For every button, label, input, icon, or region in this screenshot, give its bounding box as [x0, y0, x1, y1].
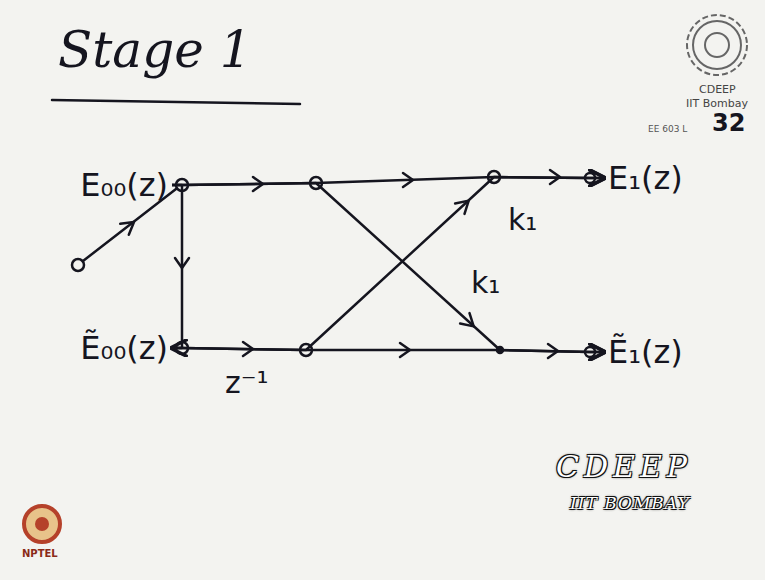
output-label: E₁(z)	[604, 158, 687, 199]
flow-chevron	[548, 344, 558, 358]
nptel-logo	[24, 506, 60, 542]
coefficient-label: k₁	[505, 203, 540, 238]
output-terminal	[585, 347, 595, 357]
logo	[687, 15, 747, 75]
junction-circle	[310, 177, 322, 189]
logo-text: IIT Bombay	[686, 98, 748, 111]
junction-circle	[176, 179, 188, 191]
signal-path	[172, 183, 604, 352]
logo-gear	[705, 33, 729, 57]
flow-chevron	[403, 173, 413, 187]
logo-gear	[687, 15, 747, 75]
slide-number: 32	[712, 110, 745, 138]
signal-name: E₁(z)	[608, 160, 683, 197]
signal-name: Ẽ₀₀(z)	[80, 330, 168, 367]
flow-chevron	[175, 258, 189, 268]
junction-circle	[176, 342, 188, 354]
coefficient-label: z⁻¹	[222, 366, 272, 401]
watermark: NPTEL	[22, 548, 58, 560]
flow-chevron	[455, 201, 469, 214]
nptel-core	[35, 517, 49, 531]
flow-chevron	[243, 342, 253, 356]
junction-circle	[300, 344, 312, 356]
junction-circle	[488, 171, 500, 183]
signal-path	[172, 348, 604, 352]
logo-text: CDEEP	[699, 84, 736, 97]
junction-dot	[497, 347, 503, 353]
slide-code: EE 603 L	[648, 124, 687, 134]
signal-name: Ẽ₁(z)	[608, 334, 683, 371]
output-label: Ẽ₁(z)	[604, 332, 687, 373]
title-underline	[52, 100, 300, 104]
watermark: CDEEP	[556, 450, 692, 485]
output-terminal	[585, 173, 595, 183]
signal-label: Ẽ₀₀(z)	[76, 328, 172, 369]
flow-chevron	[120, 222, 134, 235]
title: Stage 1	[58, 22, 251, 80]
flow-chevron	[550, 170, 560, 184]
flow-chevron	[253, 177, 263, 191]
watermark: IIT BOMBAY	[570, 494, 690, 514]
signal-path	[172, 177, 604, 350]
signal-label: E₀₀(z)	[76, 165, 172, 206]
nptel-ring	[24, 506, 60, 542]
flow-chevron	[400, 343, 410, 357]
signal-name: E₀₀(z)	[80, 167, 168, 204]
coefficient-label: k₁	[468, 266, 503, 301]
flow-chevron	[460, 313, 474, 326]
logo-gear	[693, 21, 741, 69]
